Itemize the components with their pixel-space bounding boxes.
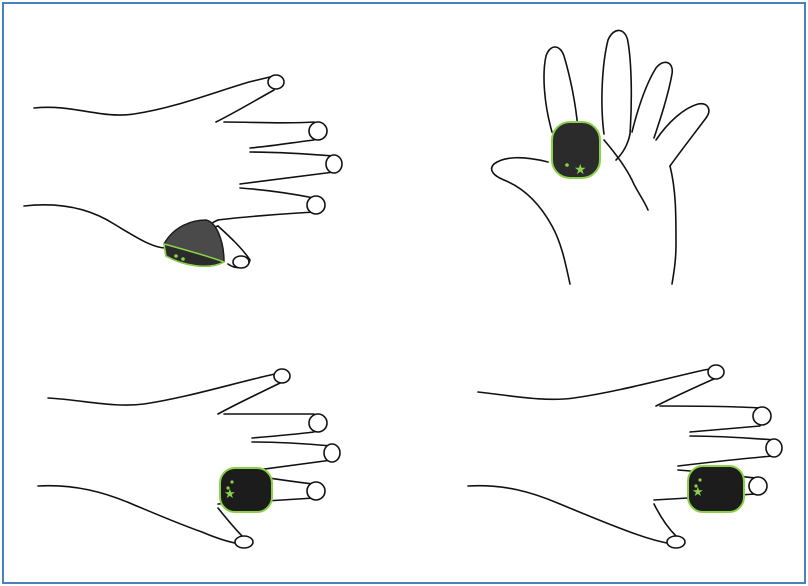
status-dot (174, 254, 178, 258)
panel-side-view-thumb-ring (24, 75, 342, 268)
panel-palm-view-index-ring: ★ (492, 30, 709, 284)
fingernails (235, 369, 340, 548)
star-icon: ★ (692, 485, 704, 500)
star-icon: ★ (224, 487, 236, 502)
ring-device: ★ (552, 122, 600, 178)
panel-back-view-middle-ring: ★ (38, 369, 340, 548)
hand-outline (38, 372, 332, 544)
star-icon: ★ (574, 162, 587, 178)
hand-outline (468, 368, 774, 544)
panel-back-view-ringfinger-ring: ★ (468, 365, 782, 548)
hand-ring-illustrations: ★ ★ (4, 4, 804, 582)
ring-device: ★ (688, 466, 744, 512)
ring-device: ★ (220, 468, 272, 512)
ring-device (164, 220, 224, 266)
